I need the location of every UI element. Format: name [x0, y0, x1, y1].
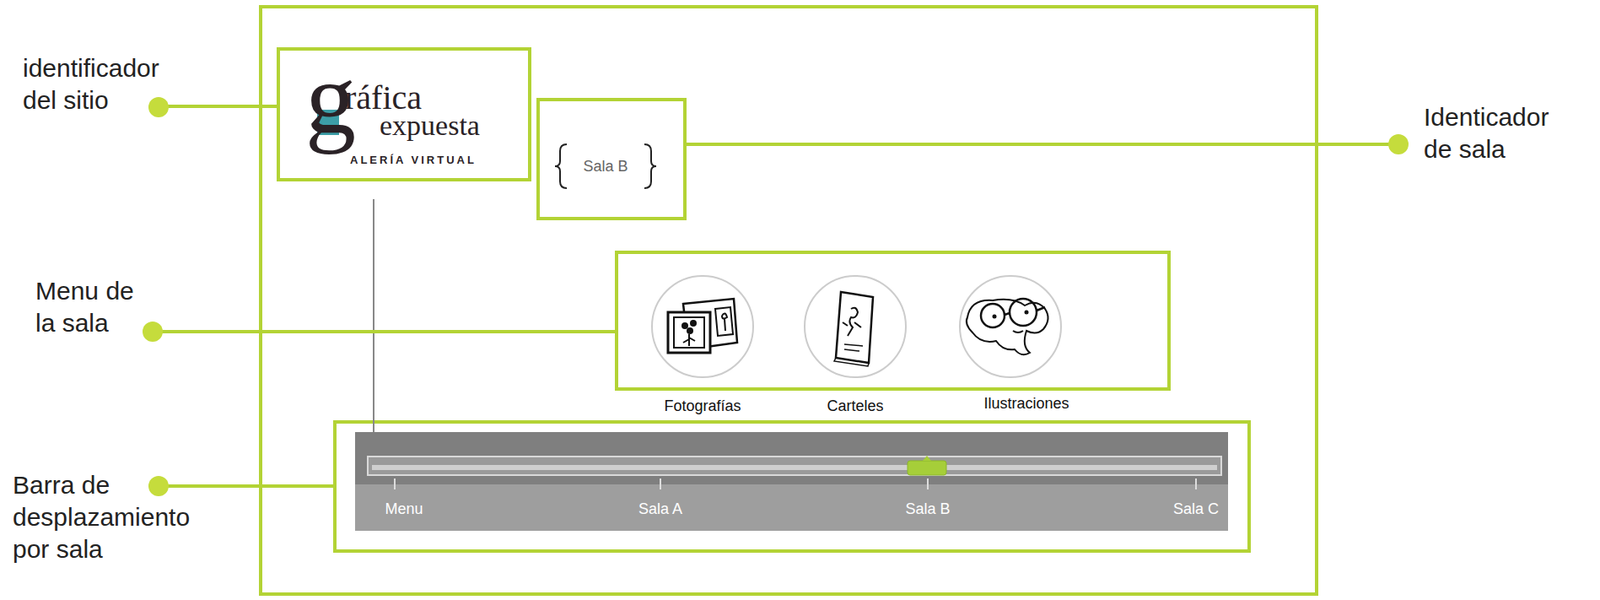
room-name: Sala B [582, 157, 628, 177]
menu-icon-picture [651, 274, 755, 378]
menu-item-label: Fotografías [663, 397, 741, 416]
scroll-track-groove [371, 464, 1218, 470]
callout-label: identificador del sitio [22, 52, 173, 117]
menu-icon: Carteles [803, 274, 907, 378]
menu-item-label: Carteles [826, 397, 884, 416]
guide-line [372, 199, 375, 432]
scroll-stop-label: Sala A [638, 499, 683, 518]
callout-label: Barra de desplazamiento por sala [12, 468, 200, 566]
scrollbar-band [355, 431, 1229, 485]
scroll-track [367, 456, 1222, 475]
scroll-stop-label: Sala B [905, 499, 950, 518]
scrollbar-frame [334, 421, 1250, 551]
callout-label: Identicador de sala [1423, 101, 1566, 166]
menu-icon-picture [958, 274, 1062, 378]
menu-icon: Fotografías [651, 274, 755, 378]
scroll-stop-label: Sala C [1173, 499, 1219, 518]
menu-icon-picture [803, 274, 907, 378]
scroll-ticks [394, 478, 1196, 490]
leader-lines [159, 106, 1392, 486]
scroll-thumb-tip [922, 455, 932, 461]
site-logo-box: gráficaexpuestaALERÍA VIRTUAL [276, 47, 532, 182]
menu-frame [616, 252, 1170, 389]
room-id-box: Sala B [536, 97, 687, 221]
logo-tagline: ALERÍA VIRTUAL [350, 153, 477, 168]
logo-word: expuesta [379, 109, 480, 141]
menu-icon: Ilustraciones [958, 274, 1062, 378]
menu-item-label: Ilustraciones [983, 394, 1069, 414]
scrollbar-ground [355, 431, 1229, 531]
leader-dots [142, 96, 1409, 496]
callout-label: Menu de la sala [35, 274, 146, 340]
scroll-stop-label: Menu [384, 499, 423, 518]
scroll-thumb [907, 460, 947, 475]
page-frame [260, 6, 1317, 594]
